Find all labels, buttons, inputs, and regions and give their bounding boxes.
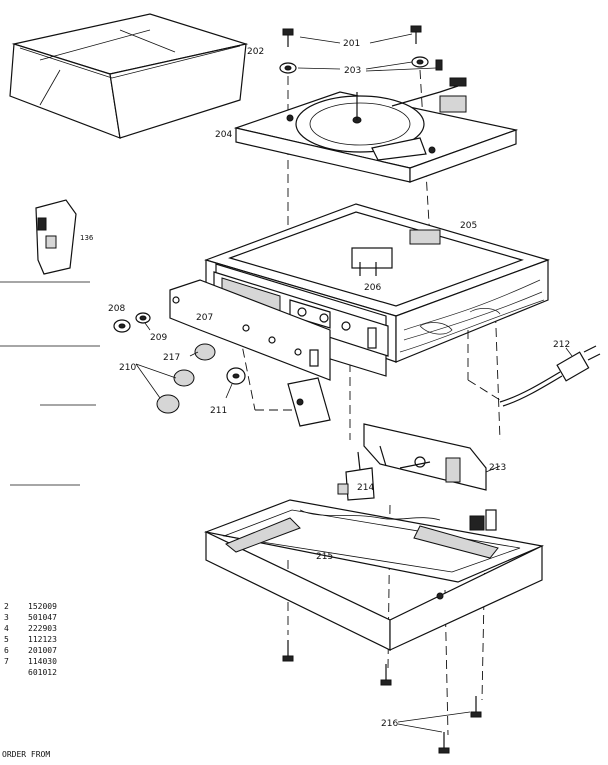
table-item: 2 xyxy=(4,602,9,611)
table-item: 5 xyxy=(4,635,9,644)
label-215: 215 xyxy=(316,552,333,562)
leaders-bottom xyxy=(397,711,471,733)
table-footer: ORDER FROM xyxy=(2,750,50,759)
jack xyxy=(337,445,387,501)
table-item: 3 xyxy=(4,613,9,622)
table-item: 7 xyxy=(4,657,9,666)
table-item: 6 xyxy=(4,646,9,655)
dust-cover xyxy=(9,13,249,139)
label-217: 217 xyxy=(163,353,180,363)
table-part: 501047 xyxy=(28,613,57,622)
label-209: 209 xyxy=(150,333,167,343)
table-item: 4 xyxy=(4,624,9,633)
label-206: 206 xyxy=(364,283,381,293)
label-201: 201 xyxy=(343,39,360,49)
table-part: 222903 xyxy=(28,624,57,633)
table-part: 152009 xyxy=(28,602,57,611)
label-210: 210 xyxy=(119,363,136,373)
label-216: 216 xyxy=(381,719,398,729)
turntable-deck xyxy=(233,77,519,183)
leaders-top xyxy=(297,33,437,72)
table-part: 201007 xyxy=(28,646,57,655)
leaders-knobs xyxy=(135,322,233,399)
left-reference-lines xyxy=(0,281,100,486)
label-211: 211 xyxy=(210,406,227,416)
label-205: 205 xyxy=(460,221,477,231)
base xyxy=(203,499,545,651)
callout-labels: 202 201 203 204 205 206 207 208 209 210 … xyxy=(80,39,570,729)
bottom-screws xyxy=(282,640,482,754)
label-213: 213 xyxy=(489,463,506,473)
label-202: 202 xyxy=(247,47,264,57)
front-panel xyxy=(169,279,331,381)
label-136: 136 xyxy=(80,234,94,242)
cabinet xyxy=(204,203,550,377)
nuts-knobs xyxy=(113,312,246,414)
power-cord xyxy=(467,330,601,407)
table-part: 114030 xyxy=(28,657,57,666)
label-208: 208 xyxy=(108,304,125,314)
label-203: 203 xyxy=(344,66,361,76)
table-part: 601012 xyxy=(28,668,57,677)
side-bracket xyxy=(35,199,77,275)
label-204: 204 xyxy=(215,130,232,140)
table-part: 112123 xyxy=(28,635,57,644)
label-207: 207 xyxy=(196,313,213,323)
circuit-board xyxy=(287,377,501,491)
label-214: 214 xyxy=(357,483,374,493)
top-screws xyxy=(282,25,422,47)
assembly-lines xyxy=(239,69,501,736)
grommets xyxy=(279,56,443,74)
parts-table: 2 152009 3 501047 4 222903 5 112123 6 20… xyxy=(2,602,57,759)
label-212: 212 xyxy=(553,340,570,350)
